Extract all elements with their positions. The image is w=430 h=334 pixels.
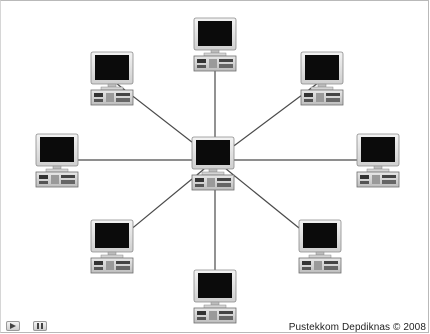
copyright-text: Pustekkom Depdiknas © 2008 bbox=[288, 322, 426, 333]
play-button[interactable] bbox=[6, 321, 20, 331]
play-icon bbox=[10, 323, 16, 329]
computer-top-right bbox=[300, 51, 344, 106]
computer-hub bbox=[191, 136, 235, 191]
computer-right bbox=[356, 133, 400, 188]
computer-bottom-right bbox=[298, 219, 342, 274]
computer-bottom-left bbox=[90, 219, 134, 274]
computer-bottom bbox=[193, 269, 237, 324]
computer-top bbox=[193, 17, 237, 72]
pause-button[interactable] bbox=[33, 321, 47, 331]
pause-icon bbox=[37, 323, 43, 329]
computer-top-left bbox=[90, 51, 134, 106]
computer-left bbox=[35, 133, 79, 188]
